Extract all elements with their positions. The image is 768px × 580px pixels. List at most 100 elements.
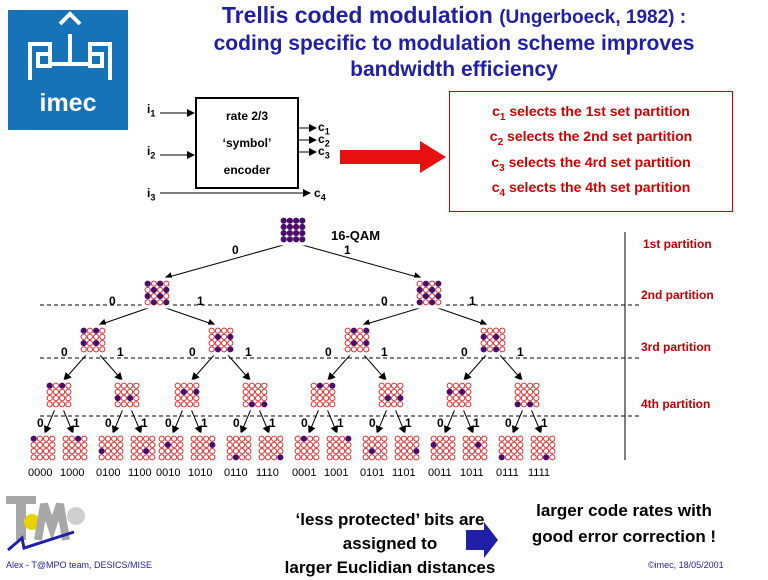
constellation-level-3 <box>443 379 475 411</box>
bottom-explanation: ‘less protected’ bits are assigned to la… <box>270 508 510 580</box>
tree-edge <box>63 353 88 381</box>
output-c4: c4 <box>314 186 326 203</box>
constellation-level-3 <box>307 379 339 411</box>
branch-label: 1 <box>344 243 351 257</box>
branch-label: 0 <box>437 416 444 430</box>
tree-edge <box>164 243 288 280</box>
tree-edge <box>394 408 406 434</box>
constellation-level-4 <box>291 432 323 464</box>
constellation-level-4 <box>27 432 59 464</box>
branch-label: 0 <box>325 345 332 359</box>
leaf-code: 0011 <box>428 467 452 479</box>
branch-label: 1 <box>197 294 204 308</box>
constellation-level-3 <box>111 379 143 411</box>
logo-circuit-icon <box>28 11 112 80</box>
output-c2: c2 <box>318 132 330 149</box>
branch-label: 0 <box>109 294 116 308</box>
constellation-level-4 <box>323 432 355 464</box>
partition-label-3: 3rd partition <box>641 340 712 354</box>
selection-c3: c3 selects the 4rd set partition <box>491 154 691 174</box>
selection-c2: c2 selects the 2nd set partition <box>489 128 693 148</box>
constellation-level-1 <box>141 277 173 309</box>
tree-edge <box>191 353 216 381</box>
constellation-level-4 <box>495 432 527 464</box>
constellation-level-3 <box>511 379 543 411</box>
partition-label-2: 2nd partition <box>641 288 714 302</box>
title-area: Trellis coded modulation (Ungerboeck, 19… <box>140 2 768 83</box>
input-i1: i1 <box>147 102 156 119</box>
input-i3: i3 <box>147 186 156 203</box>
tree-edge <box>530 408 542 434</box>
branch-label: 0 <box>381 294 388 308</box>
tree-nodes <box>27 214 559 464</box>
tmpo-logo <box>4 492 88 554</box>
root-constellation <box>277 214 309 246</box>
tree-edge <box>226 353 251 381</box>
leaf-code: 1011 <box>460 467 484 479</box>
tree-edge <box>98 306 152 327</box>
branch-label: 0 <box>232 243 239 257</box>
branch-label: 0 <box>301 416 308 430</box>
leaf-code: 0001 <box>292 467 317 479</box>
branch-label: 0 <box>461 345 468 359</box>
branch-label: 1 <box>337 416 344 430</box>
constellation-level-2 <box>205 324 237 356</box>
leaf-code: 1100 <box>128 467 152 479</box>
tree-edge <box>190 408 202 434</box>
branch-label: 1 <box>381 345 388 359</box>
conclusion-line2: good error correction ! <box>531 527 717 546</box>
partition-selection-box: c1 selects the 1st set partition c2 sele… <box>449 91 733 212</box>
branch-label: 0 <box>105 416 112 430</box>
branch-label: 0 <box>505 416 512 430</box>
tree-edge <box>327 353 352 381</box>
leaf-code: 1110 <box>256 467 279 479</box>
leaf-code: 0111 <box>496 467 519 479</box>
constellation-level-4 <box>527 432 559 464</box>
branch-label: 1 <box>517 345 524 359</box>
tree-edge <box>44 408 56 434</box>
bottom-line1: ‘less protected’ bits are assigned to <box>295 510 485 553</box>
constellation-level-4 <box>427 432 459 464</box>
tree-edge <box>172 408 184 434</box>
constellation-level-3 <box>171 379 203 411</box>
constellation-level-3 <box>375 379 407 411</box>
constellation-level-4 <box>95 432 127 464</box>
constellation-level-4 <box>155 432 187 464</box>
tree-edge <box>362 306 424 327</box>
selection-c1: c1 selects the 1st set partition <box>492 103 690 123</box>
constellation-level-2 <box>77 324 109 356</box>
branch-label: 0 <box>37 416 44 430</box>
leaf-code: 0101 <box>360 467 385 479</box>
tree-edge <box>434 306 488 327</box>
selection-c4: c4 selects the 4th set partition <box>491 179 691 199</box>
constellation-level-2 <box>477 324 509 356</box>
constellation-level-4 <box>255 432 287 464</box>
leaf-code: 1000 <box>60 467 85 479</box>
constellation-level-4 <box>59 432 91 464</box>
tree-edges <box>44 243 542 434</box>
footer-copyright: ©imec, 18/05/2001 <box>648 560 724 570</box>
constellation-level-4 <box>359 432 391 464</box>
branch-label: 0 <box>189 345 196 359</box>
tree-edge <box>376 408 388 434</box>
leaf-code: 0100 <box>96 467 121 479</box>
bottom-line2: larger Euclidian distances <box>284 558 496 577</box>
footer-author: Alex - T@MPO team, DESICS/MISE <box>6 560 152 570</box>
leaf-code: 1101 <box>392 467 416 479</box>
tree-edge <box>258 408 270 434</box>
title-line2: coding specific to modulation scheme imp… <box>213 32 695 55</box>
red-arrow-icon <box>340 141 446 173</box>
tree-edge <box>362 353 387 381</box>
constellation-level-4 <box>127 432 159 464</box>
bottom-conclusion: larger code rates with good error correc… <box>508 498 740 550</box>
tree-edge <box>498 353 523 381</box>
tree-edge <box>240 408 252 434</box>
tree-edge <box>130 408 142 434</box>
leaf-code: 0110 <box>224 467 248 479</box>
logo-text: imec <box>39 89 97 117</box>
title-citation: (Ungerboeck, 1982) : <box>499 7 687 28</box>
encoder-symbol: ‘symbol’ <box>222 136 272 150</box>
branch-label: 1 <box>201 416 208 430</box>
tree-edge <box>298 243 422 280</box>
